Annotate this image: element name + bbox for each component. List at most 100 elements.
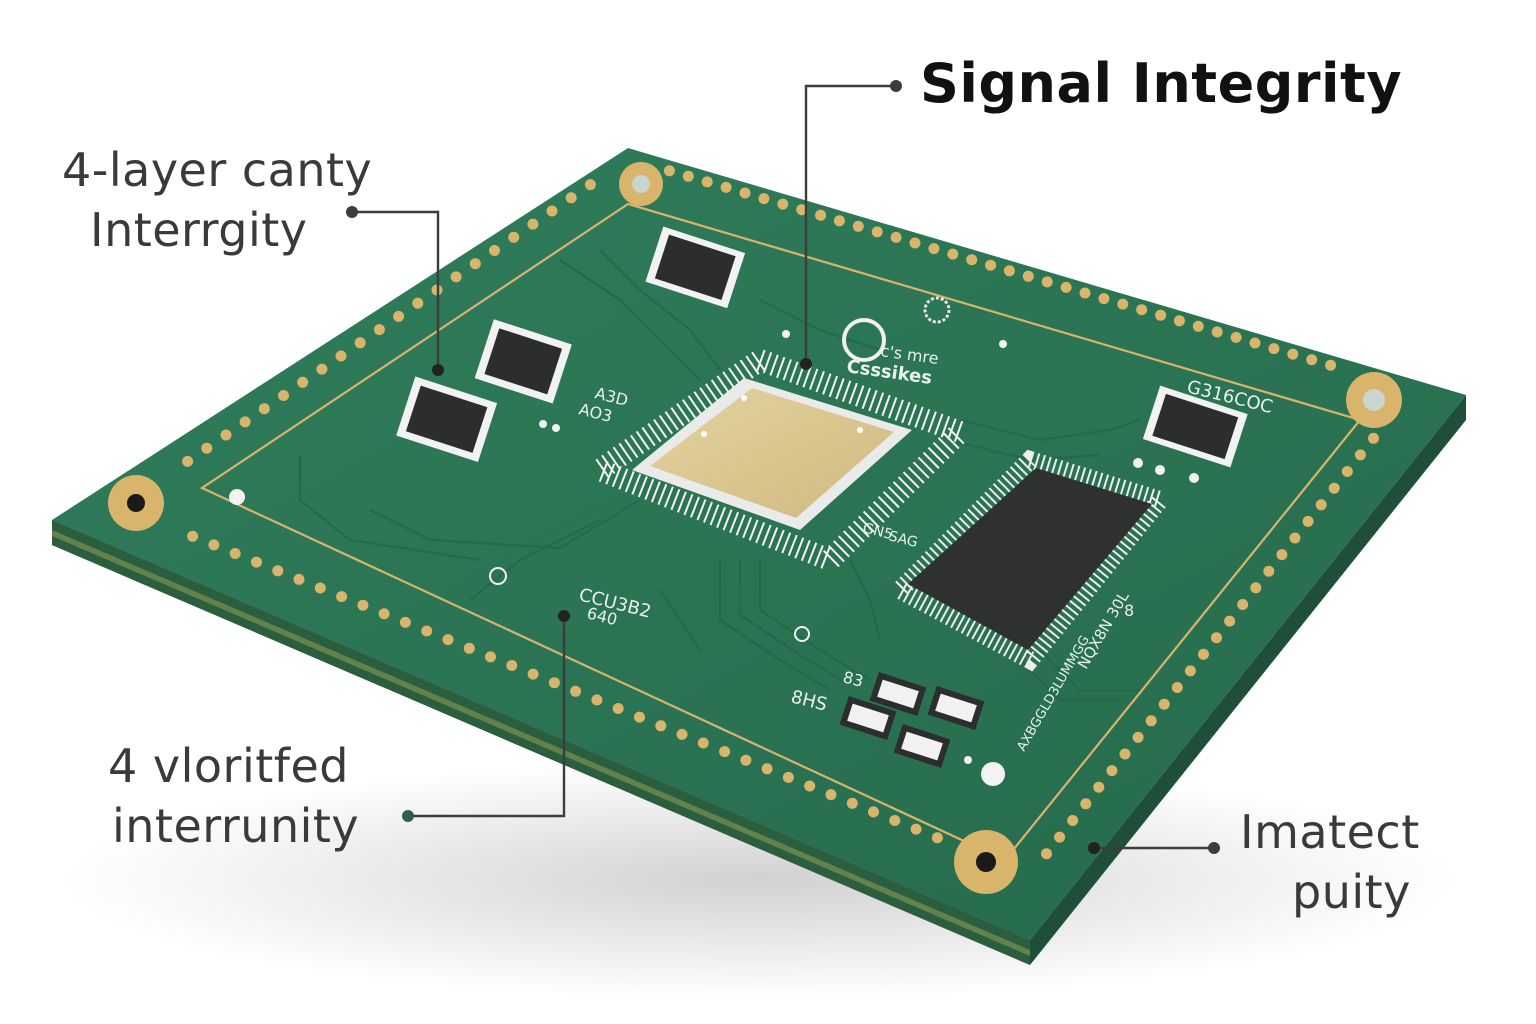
edge-pad [910, 823, 922, 835]
edge-pad [373, 324, 385, 336]
leader-top-left [352, 210, 440, 370]
edge-pad [463, 642, 475, 654]
edge-pad [1067, 815, 1079, 826]
edge-pad [1287, 348, 1299, 360]
edge-pad [871, 226, 883, 238]
edge-pad [546, 205, 558, 217]
edge-pad [682, 170, 694, 182]
edge-pad [1184, 665, 1196, 677]
edge-pad [825, 789, 837, 801]
edge-pad [357, 599, 369, 611]
edge-pad [701, 176, 713, 188]
edge-pad [889, 815, 901, 826]
edge-pad [548, 677, 560, 689]
edge-pad [1276, 549, 1288, 561]
cpu-pins [576, 347, 981, 573]
edge-pad [1003, 265, 1015, 277]
edge-pad [966, 254, 978, 266]
callout-bottom-right: Imatect puity [1240, 802, 1420, 922]
edge-pad [1354, 449, 1366, 461]
edge-pad [1325, 359, 1337, 371]
edge-pad [1106, 765, 1118, 777]
edge-pad [697, 737, 709, 749]
callout-leaders [346, 80, 1220, 854]
edge-pad [1211, 326, 1223, 338]
edge-pad [663, 165, 675, 177]
edge-pad [506, 660, 518, 671]
edge-pad [354, 337, 366, 349]
edge-pad [909, 237, 921, 249]
edge-pad [928, 243, 940, 255]
edge-pad [293, 573, 305, 585]
edge-pad [527, 668, 539, 680]
label-small-8: 8 [1124, 601, 1134, 620]
edge-pad [1098, 293, 1110, 305]
edge-pad [676, 728, 688, 740]
edge-pad [804, 780, 816, 792]
edge-pad [719, 746, 731, 758]
edge-pad [1368, 432, 1379, 444]
edge-pad [1341, 466, 1353, 477]
leader-signal [804, 84, 896, 364]
callout-bottom-left-line-1: 4 vloritfed [108, 739, 349, 793]
edge-pad [336, 591, 348, 603]
callout-top-left-line-2: Interrgity [90, 203, 308, 257]
edge-pad [187, 530, 199, 542]
edge-pad [335, 350, 347, 362]
edge-pad [1022, 270, 1034, 282]
edge-pad [1268, 343, 1280, 355]
edge-pad [815, 209, 827, 221]
edge-pad [1079, 287, 1091, 299]
edge-pad [868, 806, 879, 818]
edge-pad [1060, 281, 1072, 293]
edge-pad [378, 608, 390, 620]
edge-pad [1315, 499, 1327, 511]
edge-pad [316, 363, 328, 375]
edge-pad [1080, 798, 1092, 810]
edge-pad [314, 582, 326, 594]
edge-pad [782, 771, 794, 783]
edge-pad [584, 179, 596, 191]
callout-signal-integrity: Signal Integrity [920, 52, 1402, 116]
edge-pad [272, 565, 284, 577]
edge-pad [1230, 331, 1242, 343]
edge-pad [1302, 515, 1314, 527]
small-ic-right [1142, 385, 1248, 468]
edge-pad [1198, 648, 1209, 660]
label-mid-a: 83 [841, 667, 865, 690]
callout-bottom-left-line-2: interrunity [112, 799, 360, 853]
edge-pad [1093, 781, 1105, 793]
edge-pad [1155, 309, 1167, 321]
edge-pad [1054, 831, 1066, 843]
edge-pad [739, 187, 751, 199]
routing-traces [298, 249, 1141, 702]
edge-pad [758, 193, 770, 205]
edge-pad [740, 754, 752, 766]
edge-pad [239, 416, 251, 428]
edge-pad [570, 685, 582, 697]
callout-bottom-right-line-1: Imatect [1240, 805, 1420, 859]
edge-pad [208, 539, 220, 551]
mem-body [908, 468, 1152, 650]
small-ic-left-1 [474, 319, 572, 404]
edge-pad [947, 248, 959, 260]
edge-pad [1158, 698, 1170, 710]
edge-pad [1249, 337, 1261, 349]
edge-pad [565, 192, 577, 204]
edge-pad [1306, 354, 1318, 366]
label-mid-d: SAG [887, 528, 919, 551]
edge-pad [1237, 599, 1249, 610]
mem-pins [885, 449, 1176, 672]
edge-pad [833, 215, 845, 227]
edge-pad [1145, 715, 1157, 727]
edge-pad [634, 711, 645, 723]
edge-pad [393, 310, 405, 322]
edge-pad [201, 442, 213, 454]
edge-pad [1117, 298, 1129, 310]
edge-pad [890, 231, 902, 243]
small-ic-top [645, 226, 746, 309]
edge-pad [1136, 304, 1148, 316]
edge-pad [508, 231, 520, 243]
board-edge-front-stripe [52, 530, 1030, 956]
